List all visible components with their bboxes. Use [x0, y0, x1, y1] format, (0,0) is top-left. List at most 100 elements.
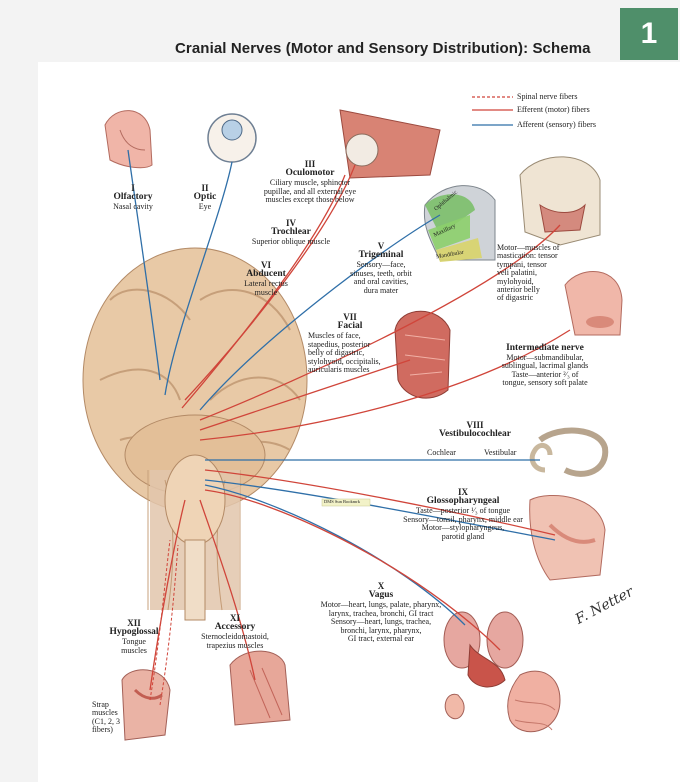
legend-label-spinal: Spinal nerve fibers — [517, 92, 578, 101]
intermediate-desc-line: Taste—anterior ²⁄₃ of — [511, 369, 579, 379]
trochlear-desc: Superior oblique muscle — [251, 237, 331, 247]
branch-cochlear: Cochlear — [427, 448, 456, 457]
label-trigeminal: V Trigeminal Sensory—face, sinuses, teet… — [336, 241, 426, 295]
vagus-name: Vagus — [368, 590, 394, 601]
olfactory-desc: Nasal cavity — [113, 202, 153, 212]
label-accessory: XI Accessory Sternocleidomastoid, trapez… — [190, 613, 280, 650]
signature: F. Netter — [572, 583, 637, 628]
glossopharyngeal-desc-line: Taste—posterior ¹⁄₃ of tongue — [415, 506, 511, 516]
label-optic: II Optic Eye — [187, 183, 223, 212]
olfactory-nose-drawing — [104, 110, 153, 169]
intermediate-desc-line: tongue, sensory soft palate — [502, 378, 588, 388]
header-bar: Cranial Nerves (Motor and Sensory Distri… — [0, 0, 680, 62]
mastication-desc-line: mastication: tensor — [497, 251, 558, 261]
glossopharyngeal-number: IX — [457, 487, 468, 497]
label-intermediate: Intermediate nerve Motor—submandibular, … — [485, 343, 605, 388]
vestibulocochlear-name: Vestibulocochlear — [439, 429, 511, 440]
abducent-number: VI — [260, 260, 271, 270]
olfactory-number: I — [131, 183, 135, 193]
label-facial: VII Facial Muscles of face, stapedius, p… — [308, 312, 392, 374]
vagus-number: X — [377, 581, 385, 591]
label-hypoglossal: XII Hypoglossal Tongue muscles — [104, 618, 164, 655]
hypoglossal-desc-line: muscles — [121, 645, 147, 655]
strap-desc-line: fibers) — [92, 725, 113, 735]
accessory-desc-line: trapezius muscles — [206, 640, 264, 650]
label-glossopharyngeal: IX Glossopharyngeal Taste—posterior ¹⁄₃ … — [388, 487, 538, 541]
vagus-desc-line: GI tract, external ear — [347, 633, 415, 643]
label-mastication: Motor—muscles of mastication: tensor tym… — [497, 243, 577, 303]
facial-desc-line: belly of digastric, — [308, 348, 365, 358]
accessory-name: Accessory — [214, 622, 256, 633]
branch-vestibular: Vestibular — [484, 448, 517, 457]
glossopharyngeal-name: Glossopharyngeal — [426, 496, 500, 507]
strap-desc-line: muscles — [92, 708, 118, 718]
mastication-desc-line: Motor—muscles of — [497, 243, 560, 252]
page-title: Cranial Nerves (Motor and Sensory Distri… — [175, 40, 591, 57]
glossopharyngeal-desc-line: Motor—stylopharyngeus, — [421, 523, 505, 533]
trochlear-number: IV — [285, 218, 296, 228]
optic-name: Optic — [193, 192, 217, 203]
oculomotor-desc-line: Ciliary muscle, sphincter — [269, 178, 351, 188]
mastication-desc-line: anterior belly — [497, 284, 540, 294]
eye-drawing — [207, 113, 257, 163]
pharynx-head-drawing — [529, 494, 606, 581]
label-strap-muscles: Strap muscles (C1, 2, 3 fibers) — [92, 700, 132, 735]
vagus-desc-line: bronchi, larynx, pharynx, — [340, 625, 422, 635]
abducent-desc-line: muscle — [254, 287, 278, 297]
label-vestibulocochlear: VIII Vestibulocochlear — [420, 420, 530, 440]
label-abducent: VI Abducent Lateral rectus muscle — [234, 260, 298, 297]
trochlear-name: Trochlear — [271, 227, 311, 238]
intermediate-name: Intermediate nerve — [506, 343, 584, 353]
optic-number: II — [201, 183, 209, 193]
hypoglossal-desc-line: Tongue — [122, 637, 146, 647]
intermediate-desc-line: Motor—submandibular, — [506, 352, 584, 362]
oculomotor-number: III — [304, 159, 316, 169]
spinal-pathways — [149, 539, 179, 706]
facial-desc-line: stapedius, posterior — [308, 339, 371, 349]
legend-label-afferent: Afferent (sensory) fibers — [517, 120, 596, 129]
mastication-desc-line: mylohyoid, — [497, 276, 534, 286]
afferent-pathways — [127, 149, 556, 626]
facial-desc-line: auricularis muscles — [308, 364, 370, 374]
oculomotor-desc-line: pupillae, and all external eye — [263, 186, 357, 196]
intermediate-desc-line: sublingual, lacrimal glands — [501, 361, 589, 371]
label-oculomotor: III Oculomotor Ciliary muscle, sphincter… — [250, 159, 370, 205]
accessory-desc-line: Sternocleidomastoid, — [201, 632, 269, 642]
olfactory-name: Olfactory — [113, 192, 153, 203]
vagus-desc-line: Motor—heart, lungs, palate, pharynx, — [320, 600, 442, 610]
glossopharyngeal-desc-line: Sensory—tonsil, pharynx, middle ear — [403, 514, 523, 524]
label-vagus: X Vagus Motor—heart, lungs, palate, phar… — [306, 581, 456, 643]
legend-label-efferent: Efferent (motor) fibers — [517, 105, 590, 114]
vagus-desc-line: Sensory—heart, lungs, trachea, — [330, 617, 432, 627]
brain-base-drawing — [82, 247, 308, 621]
oculomotor-desc-line: muscles except those below — [265, 195, 355, 205]
facial-head-drawing — [394, 310, 451, 399]
label-trochlear: IV Trochlear Superior oblique muscle — [236, 218, 346, 247]
abducent-name: Abducent — [246, 269, 286, 280]
vestibulocochlear-number: VIII — [466, 420, 484, 430]
optic-desc: Eye — [198, 202, 212, 212]
facial-desc-line: stylohyoid, occipitalis, — [308, 356, 381, 366]
trigeminal-number: V — [377, 241, 385, 251]
mastication-desc-line: tympani, tensor — [497, 259, 547, 269]
glossopharyngeal-desc-line: parotid gland — [441, 531, 485, 541]
hypoglossal-tongue-drawing — [121, 669, 171, 741]
strap-desc-line: (C1, 2, 3 — [92, 716, 120, 726]
abducent-desc-line: Lateral rectus — [244, 279, 288, 289]
trigeminal-desc-line: Sensory—face, — [356, 260, 406, 270]
accessory-number: XI — [229, 613, 240, 623]
hypoglossal-name: Hypoglossal — [109, 627, 159, 638]
vagus-desc-line: larynx, trachea, bronchi, GI tract — [328, 608, 434, 618]
copyright-tag: DMS Sun Bookmrk — [324, 499, 361, 504]
vagus-organs-drawing — [443, 611, 561, 733]
trigeminal-desc-line: sinuses, teeth, orbit — [350, 268, 412, 278]
inner-ear-drawing — [529, 427, 609, 477]
copyright-tag-box — [321, 498, 371, 507]
trigeminal-desc-line: dura mater — [363, 285, 399, 295]
strap-desc-line: Strap — [92, 700, 109, 709]
label-olfactory: I Olfactory Nasal cavity — [103, 183, 163, 212]
trigeminal-face-drawing — [423, 185, 496, 262]
efferent-pathways — [149, 164, 571, 691]
